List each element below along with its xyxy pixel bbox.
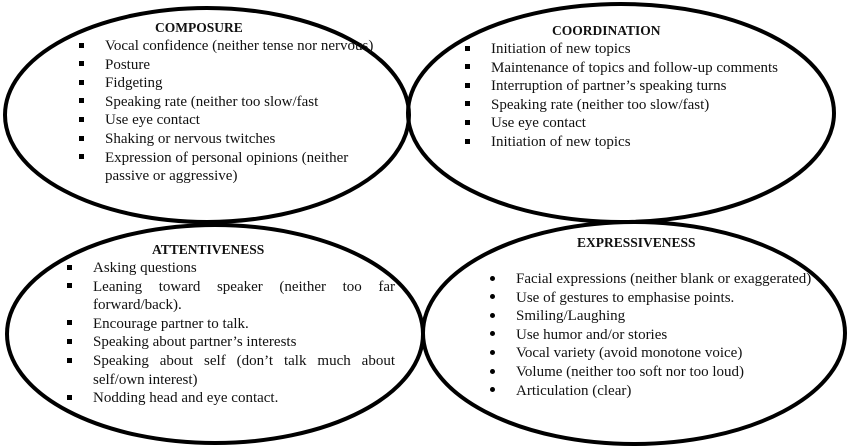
list-item: Smiling/Laughing bbox=[485, 307, 815, 326]
square-bullet-icon bbox=[74, 93, 88, 112]
square-bullet-icon bbox=[74, 37, 88, 56]
expressiveness-list: Facial expressions (neither blank or exa… bbox=[485, 270, 815, 400]
square-bullet-icon bbox=[460, 133, 474, 152]
list-item: Asking questions bbox=[62, 259, 395, 278]
composure-list: Vocal confidence (neither tense nor nerv… bbox=[74, 37, 374, 186]
list-item: Facial expressions (neither blank or exa… bbox=[485, 270, 815, 289]
square-bullet-icon bbox=[460, 96, 474, 115]
square-bullet-icon bbox=[62, 278, 76, 297]
square-bullet-icon bbox=[74, 130, 88, 149]
list-item: Leaning toward speaker (neither too far … bbox=[62, 278, 395, 315]
coordination-title: COORDINATION bbox=[552, 23, 661, 38]
square-bullet-icon bbox=[74, 149, 88, 168]
round-bullet-icon bbox=[485, 270, 499, 289]
list-item: Vocal variety (avoid monotone voice) bbox=[485, 344, 815, 363]
square-bullet-icon bbox=[460, 59, 474, 78]
square-bullet-icon bbox=[460, 40, 474, 59]
list-item: Speaking rate (neither too slow/fast) bbox=[460, 96, 790, 115]
square-bullet-icon bbox=[460, 77, 474, 96]
square-bullet-icon bbox=[74, 74, 88, 93]
round-bullet-icon bbox=[485, 326, 499, 345]
list-item: Maintenance of topics and follow-up comm… bbox=[460, 59, 790, 78]
square-bullet-icon bbox=[62, 259, 76, 278]
list-item: Shaking or nervous twitches bbox=[74, 130, 374, 149]
coordination-list: Initiation of new topics Maintenance of … bbox=[460, 40, 790, 152]
square-bullet-icon bbox=[62, 352, 76, 371]
list-item: Encourage partner to talk. bbox=[62, 315, 395, 334]
list-item: Posture bbox=[74, 56, 374, 75]
list-item: Interruption of partner’s speaking turns bbox=[460, 77, 790, 96]
list-item: Speaking about partner’s interests bbox=[62, 333, 395, 352]
composure-title: COMPOSURE bbox=[155, 20, 243, 35]
round-bullet-icon bbox=[485, 344, 499, 363]
list-item: Speaking rate (neither too slow/fast bbox=[74, 93, 374, 112]
round-bullet-icon bbox=[485, 363, 499, 382]
list-item: Nodding head and eye contact. bbox=[62, 389, 395, 408]
list-item: Use of gestures to emphasise points. bbox=[485, 289, 815, 308]
square-bullet-icon bbox=[62, 333, 76, 352]
attentiveness-panel: ATTENTIVENESS Asking questions Leaning t… bbox=[0, 222, 424, 447]
round-bullet-icon bbox=[485, 289, 499, 308]
square-bullet-icon bbox=[62, 315, 76, 334]
round-bullet-icon bbox=[485, 307, 499, 326]
square-bullet-icon bbox=[62, 389, 76, 408]
expressiveness-title: EXPRESSIVENESS bbox=[577, 235, 696, 250]
square-bullet-icon bbox=[74, 56, 88, 75]
square-bullet-icon bbox=[460, 114, 474, 133]
list-item: Volume (neither too soft nor too loud) bbox=[485, 363, 815, 382]
list-item: Articulation (clear) bbox=[485, 382, 815, 401]
list-item: Use eye contact bbox=[74, 111, 374, 130]
list-item: Vocal confidence (neither tense nor nerv… bbox=[74, 37, 374, 56]
expressiveness-panel: EXPRESSIVENESS Facial expressions (neith… bbox=[424, 222, 848, 447]
square-bullet-icon bbox=[74, 111, 88, 130]
composure-panel: COMPOSURE Vocal confidence (neither tens… bbox=[0, 0, 420, 222]
list-item: Expression of personal opinions (neither… bbox=[74, 149, 374, 186]
attentiveness-list: Asking questions Leaning toward speaker … bbox=[62, 259, 395, 408]
coordination-panel: COORDINATION Initiation of new topics Ma… bbox=[410, 0, 840, 222]
list-item: Use eye contact bbox=[460, 114, 790, 133]
list-item: Speaking about self (don’t talk much abo… bbox=[62, 352, 395, 389]
list-item: Fidgeting bbox=[74, 74, 374, 93]
round-bullet-icon bbox=[485, 382, 499, 401]
list-item: Initiation of new topics bbox=[460, 40, 790, 59]
list-item: Initiation of new topics bbox=[460, 133, 790, 152]
list-item: Use humor and/or stories bbox=[485, 326, 815, 345]
attentiveness-title: ATTENTIVENESS bbox=[152, 242, 265, 257]
